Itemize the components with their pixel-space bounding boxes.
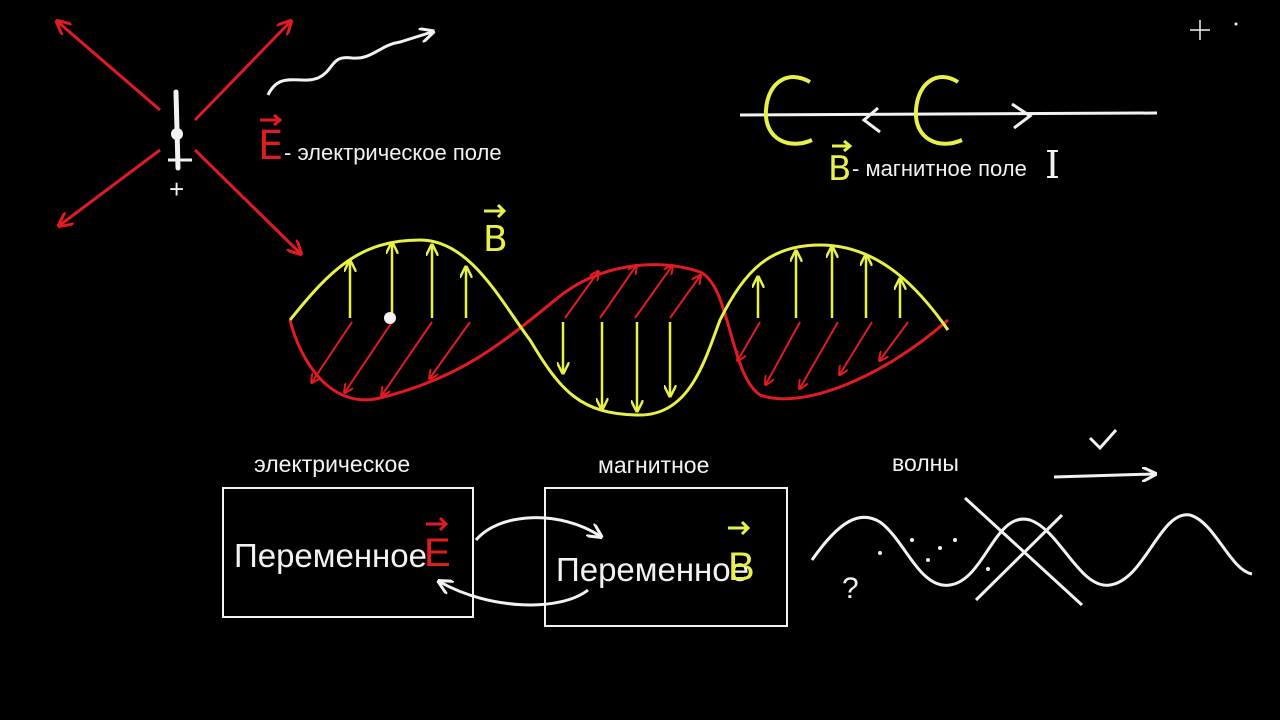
wave-b-symbol: B	[483, 219, 508, 260]
plus-sign: +	[169, 174, 185, 204]
squiggle-arrow	[266, 32, 432, 96]
arrow-e-to-b	[474, 516, 600, 541]
box1-text: Переменное	[234, 537, 427, 574]
arrow-b-to-e	[440, 582, 589, 607]
b-field-label: - магнитное поле	[852, 156, 1027, 181]
wave-b-vector-arrow-icon	[484, 203, 507, 218]
box2-b-vector-arrow-icon	[728, 520, 751, 535]
box2-text: Переменное	[556, 551, 749, 588]
e-field-label: - электрическое поле	[284, 140, 502, 165]
current-symbol: I	[1045, 143, 1061, 187]
box2-title: магнитное	[598, 452, 710, 478]
point-charge-field	[58, 22, 300, 253]
b-vector-arrow-icon	[832, 139, 853, 152]
em-wave	[288, 238, 950, 417]
alternating-e-box: Переменное E	[222, 487, 474, 618]
e-vector-arrow-icon	[260, 113, 283, 126]
box2-b-symbol: B	[728, 545, 755, 589]
box1-e-vector-arrow-icon	[426, 516, 449, 531]
e-field-symbol: E	[258, 123, 284, 169]
box1-e-symbol: E	[424, 531, 451, 575]
velocity-arrow	[1053, 429, 1154, 477]
b-field-symbol: B	[828, 149, 852, 189]
waves-title: волны	[892, 450, 959, 476]
box1-title: электрическое	[254, 451, 411, 477]
wire-magnetic-field	[739, 75, 1158, 146]
question-mark: ?	[842, 572, 859, 605]
waves-sketch	[810, 496, 1253, 607]
alternating-b-box: Переменное B	[544, 487, 788, 627]
crosshair-cursor-icon	[1190, 20, 1238, 40]
